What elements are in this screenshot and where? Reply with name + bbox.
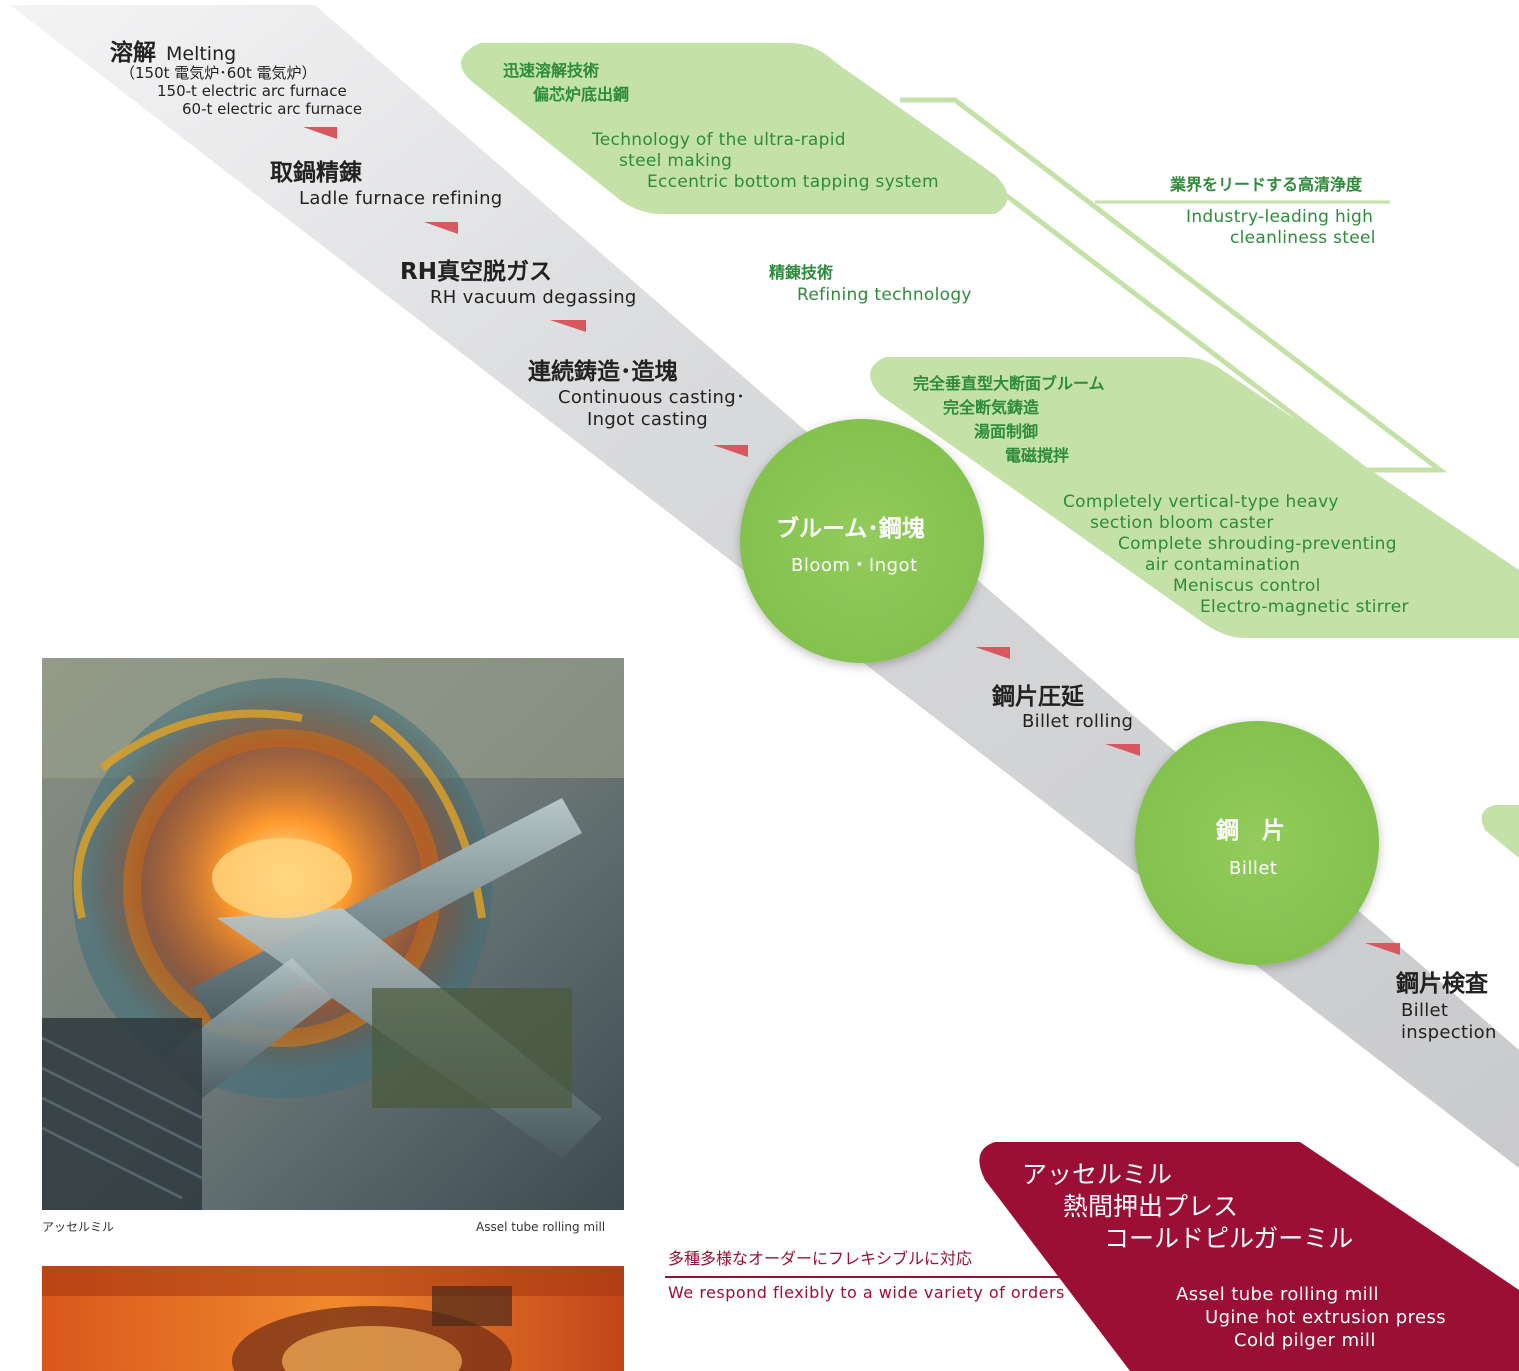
caster-jp2: 完全断気鋳造 xyxy=(943,398,1040,417)
bloom-en: Bloom・Ingot xyxy=(791,555,918,576)
cc-jp: 連続鋳造･造塊 xyxy=(528,359,678,385)
billet-rolling-jp: 鋼片圧延 xyxy=(992,684,1084,710)
assel-mill-photo xyxy=(42,658,624,1210)
photo1-caption-en: Assel tube rolling mill xyxy=(476,1220,606,1234)
caster-jp1: 完全垂直型大断面ブルーム xyxy=(913,374,1105,393)
billet-jp: 鋼 片 xyxy=(1216,818,1285,844)
ladle-jp: 取鍋精錬 xyxy=(270,160,362,186)
caster-en4: air contamination xyxy=(1145,555,1301,575)
products-en1: Assel tube rolling mill xyxy=(1176,1284,1379,1305)
flex-jp: 多種多様なオーダーにフレキシブルに対応 xyxy=(668,1249,973,1268)
melting-en: Melting xyxy=(166,43,237,65)
products-en3: Cold pilger mill xyxy=(1234,1330,1376,1351)
billet-en: Billet xyxy=(1229,858,1278,879)
products-en2: Ugine hot extrusion press xyxy=(1205,1307,1447,1328)
rapid-en3: Eccentric bottom tapping system xyxy=(647,172,939,192)
cc-en1: Continuous casting･ xyxy=(558,387,746,408)
melting-sub-en1: 150-t electric arc furnace xyxy=(157,82,347,100)
hot-process-photo xyxy=(42,1266,624,1371)
refining-en: Refining technology xyxy=(797,285,972,305)
products-panel xyxy=(979,1142,1519,1371)
rapid-en2: steel making xyxy=(619,151,733,171)
rh-en: RH vacuum degassing xyxy=(430,287,637,308)
connector-line xyxy=(883,97,1448,473)
rapid-en1: Technology of the ultra-rapid xyxy=(592,130,846,150)
rapid-melting-panel xyxy=(461,43,1008,214)
rapid-jp2: 偏芯炉底出鋼 xyxy=(533,85,630,104)
bloom-circle xyxy=(740,419,984,663)
caster-en1: Completely vertical-type heavy xyxy=(1063,492,1339,512)
billet-circle xyxy=(1135,721,1379,965)
inspection-jp: 鋼片検査 xyxy=(1396,971,1488,997)
billet-rolling-en: Billet rolling xyxy=(1022,711,1134,732)
inspection-en2: inspection xyxy=(1401,1022,1497,1043)
bloom-jp: ブルーム･鋼塊 xyxy=(776,516,925,542)
products-jp2: 熱間押出プレス xyxy=(1063,1192,1239,1221)
ladle-en: Ladle furnace refining xyxy=(299,188,503,209)
refining-jp: 精錬技術 xyxy=(769,263,834,282)
photo1-caption-jp: アッセルミル xyxy=(42,1220,115,1234)
inspection-en1: Billet xyxy=(1401,1000,1449,1021)
melting-sub-en2: 60-t electric arc furnace xyxy=(182,100,363,118)
caster-jp4: 電磁撹拌 xyxy=(1005,446,1070,465)
clean-en2: cleanliness steel xyxy=(1230,228,1376,248)
flex-en: We respond flexibly to a wide variety of… xyxy=(668,1283,1065,1302)
clean-jp: 業界をリードする高清浄度 xyxy=(1170,175,1363,194)
caster-jp3: 湯面制御 xyxy=(974,422,1039,441)
clean-en1: Industry-leading high xyxy=(1186,207,1374,227)
melting-sub-jp: （150t 電気炉･60t 電気炉） xyxy=(120,64,317,82)
caster-en2: section bloom caster xyxy=(1090,513,1274,533)
products-jp3: コールドピルガーミル xyxy=(1104,1224,1354,1253)
rapid-jp1: 迅速溶解技術 xyxy=(503,61,600,80)
caster-panel xyxy=(870,357,1519,638)
caster-en6: Electro-magnetic stirrer xyxy=(1200,597,1409,617)
caster-en5: Meniscus control xyxy=(1173,576,1321,596)
rh-jp: RH真空脱ガス xyxy=(400,259,552,285)
caster-en3: Complete shrouding-preventing xyxy=(1118,534,1397,554)
products-jp1: アッセルミル xyxy=(1022,1160,1173,1189)
flow-arrows xyxy=(303,127,1400,955)
cc-en2: Ingot casting xyxy=(587,409,709,430)
